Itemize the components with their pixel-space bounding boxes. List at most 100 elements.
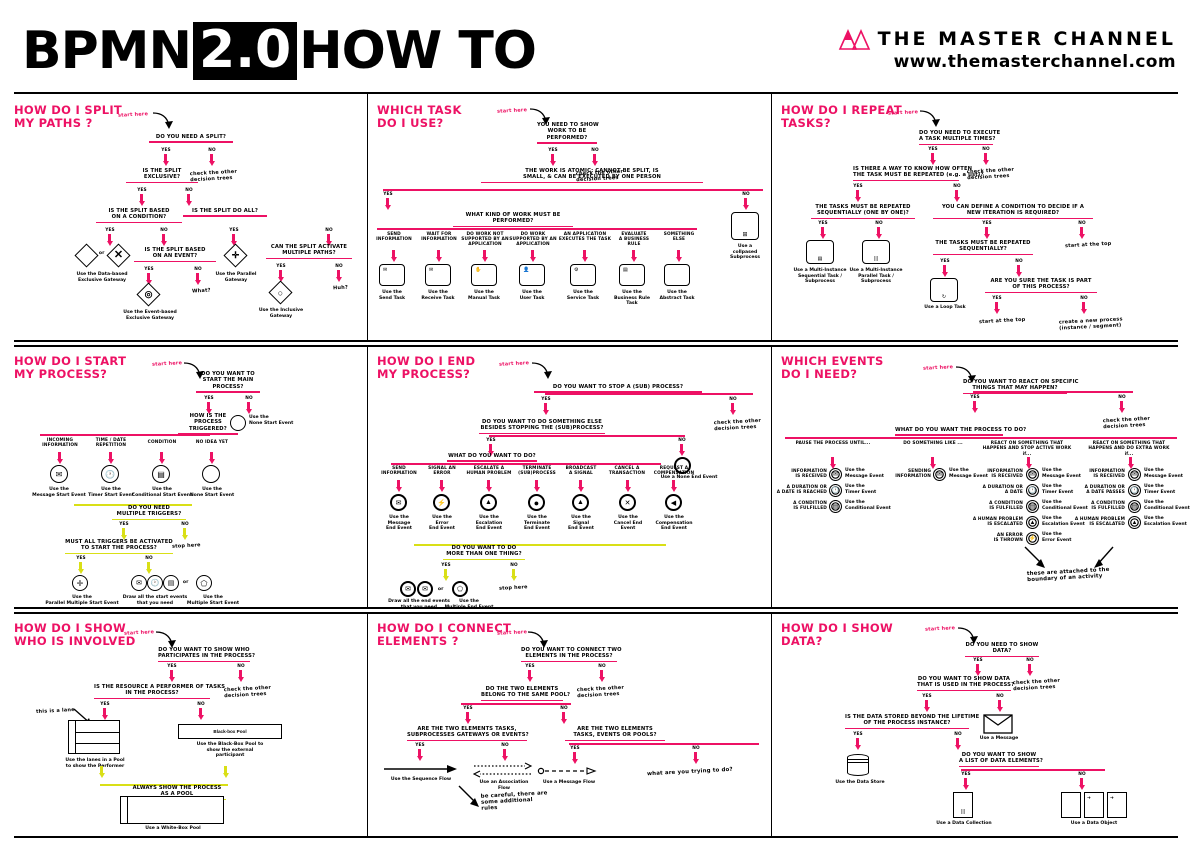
label-no: NO: [982, 147, 990, 152]
start-here-note: start here: [922, 364, 954, 372]
multiple-start-event-shape: ⬠: [196, 575, 212, 591]
label-yes: YES: [276, 264, 286, 269]
note-new-process: create a new process (instance / segment…: [1058, 316, 1123, 332]
start-here-note: start here: [496, 107, 528, 115]
branch-label-3: NO IDEA YET: [195, 440, 229, 445]
label-no: NO: [954, 732, 962, 737]
event-outcome-0-1: Use the Timer Event: [845, 484, 877, 495]
question-4: ARE THE TWO ELEMENTS TASKS, EVENTS OR PO…: [565, 726, 665, 742]
question-3: DO YOU NEED MULTIPLE TRIGGERS?: [112, 505, 186, 521]
label-no: NO: [678, 438, 686, 443]
receive-task-shape: ✉: [425, 264, 451, 286]
note-check-other: check the other decision trees: [223, 684, 272, 700]
branch-label-3: REACT ON SOMETHING THAT HAPPENS AND DO E…: [1088, 441, 1170, 457]
label-yes: YES: [204, 396, 214, 401]
event-condition-3-0: INFORMATION IS RECEIVED: [1089, 469, 1125, 480]
question-3: WHAT KIND OF WORK MUST BE PERFORMED?: [453, 212, 573, 228]
label-no: NO: [1080, 296, 1088, 301]
label-no: NO: [692, 746, 700, 751]
user-task-shape: 👤: [519, 264, 545, 286]
branch-label-3: TERMINATE (SUB)PROCESS: [518, 466, 556, 476]
exclusive-gateway-x-shape: ✕: [106, 243, 131, 268]
panel-title: HOW DO I SPLIT MY PATHS ?: [14, 103, 123, 130]
label-yes: YES: [973, 658, 983, 663]
label-yes: YES: [161, 148, 171, 153]
event-outcome-2-1: Use the Timer Event: [1042, 484, 1074, 495]
label-yes: YES: [570, 746, 580, 751]
question-5: THE TASKS MUST BE REPEATED SEQUENTIALLY?: [933, 240, 1033, 256]
outcome-1: Use the Black-Box Pool to show the exter…: [196, 742, 264, 759]
label-no: NO: [953, 184, 961, 189]
branch-label-0: SEND INFORMATION: [376, 232, 412, 242]
label-yes: YES: [119, 522, 129, 527]
error-end-event-shape: ⚡: [433, 494, 450, 511]
data-object-shape-2: ➜: [1084, 792, 1104, 818]
conditional-start-event-shape: ▤: [152, 465, 170, 483]
note-stop-here: stop here: [171, 542, 201, 550]
label-yes: YES: [525, 664, 535, 669]
label-no: NO: [591, 148, 599, 153]
label-no: NO: [560, 706, 568, 711]
branch-label-6: SOMETHING ELSE: [663, 232, 695, 242]
event-condition-2-3: A HUMAN PROBLEM IS ESCALATED: [972, 517, 1023, 528]
question-2: IS THE RESOURCE A PERFORMER OF TASKS IN …: [94, 684, 225, 700]
label-yes: YES: [229, 228, 239, 233]
black-box-pool-label: Black-box Pool: [213, 729, 247, 734]
branch-label-1: SIGNAL AN ERROR: [428, 466, 456, 476]
lane-divider-2: [76, 743, 119, 745]
outcome-1: Use the Data Store: [835, 780, 885, 785]
outcome-1: Use the Error End Event: [428, 515, 455, 532]
label-no: NO: [729, 397, 737, 402]
question-2: THE WORK IS ATOMIC: CANNOT BE SPLIT, IS …: [481, 168, 703, 184]
outcome-2: Use a Data Collection: [936, 821, 992, 826]
panel-title: WHICH EVENTS DO I NEED?: [781, 354, 884, 381]
label-yes: YES: [982, 221, 992, 226]
label-yes: YES: [992, 296, 1002, 301]
outcome-7: Use the Multiple Start Event: [186, 595, 240, 606]
divider-col-2a: [771, 94, 772, 340]
label-no: NO: [194, 267, 202, 272]
question-1: DO YOU NEED TO EXECUTE A TASK MULTIPLE T…: [919, 130, 1000, 146]
event-gateway-shape: ◎: [136, 282, 161, 307]
label-no: NO: [197, 702, 205, 707]
message-event-shape: ✉: [829, 468, 842, 481]
abstract-task-shape: [664, 264, 690, 286]
panel-start-process: HOW DO I START MY PROCESS? start here DO…: [0, 347, 367, 607]
message-envelope-shape: [983, 714, 1013, 734]
label-no: NO: [335, 264, 343, 269]
mountain-logo-icon: [838, 29, 870, 50]
label-yes: YES: [383, 192, 393, 197]
label-yes: YES: [853, 184, 863, 189]
label-yes: YES: [961, 772, 971, 777]
pool-header: [69, 721, 76, 753]
note-huh: Huh?: [332, 284, 349, 292]
panel-split-paths: HOW DO I SPLIT MY PATHS ? start here DO …: [0, 92, 367, 340]
outcome-0: Use the Send Task: [378, 290, 405, 301]
event-condition-3-3: A HUMAN PROBLEM IS ESCALATED: [1074, 517, 1125, 528]
label-no: NO: [875, 221, 883, 226]
outcome-0: Use a Message: [979, 736, 1019, 741]
event-condition-2-0: INFORMATION IS RECEIVED: [987, 469, 1023, 480]
outcome-0: Use the Message End Event: [385, 515, 412, 532]
note-check-other: check the other decision trees: [713, 417, 762, 433]
divider-col-2b: [771, 347, 772, 607]
outcome-1: Use the Receive Task: [421, 290, 455, 301]
inclusive-gateway-shape: ○: [268, 280, 293, 305]
title-version-badge: 2.0: [193, 22, 298, 80]
send-task-shape: ✉: [379, 264, 405, 286]
event-condition-2-1: A DURATION OR A DATE: [982, 485, 1023, 496]
sequence-flow-icon: [384, 765, 457, 773]
connector-line-2: [489, 435, 685, 437]
user-icon: 👤: [523, 267, 530, 273]
panel-title: HOW DO I SHOW WHO IS INVOLVED: [14, 621, 136, 648]
divider-row-1: [14, 340, 1178, 342]
connector-line-branches: [391, 463, 661, 465]
label-yes: YES: [940, 259, 950, 264]
black-box-pool-shape: Black-box Pool: [178, 724, 282, 739]
title-part-1: BPMN: [22, 21, 192, 81]
branch-label-0: INCOMING INFORMATION: [42, 438, 78, 448]
association-flow-icon: [473, 762, 533, 778]
question-2: DO YOU WANT TO DO SOMETHING ELSE BESIDES…: [479, 419, 605, 435]
event-condition-3-2: A CONDITION IS FULFILLED: [1091, 501, 1125, 512]
brand-url[interactable]: www.themasterchannel.com: [893, 52, 1176, 72]
